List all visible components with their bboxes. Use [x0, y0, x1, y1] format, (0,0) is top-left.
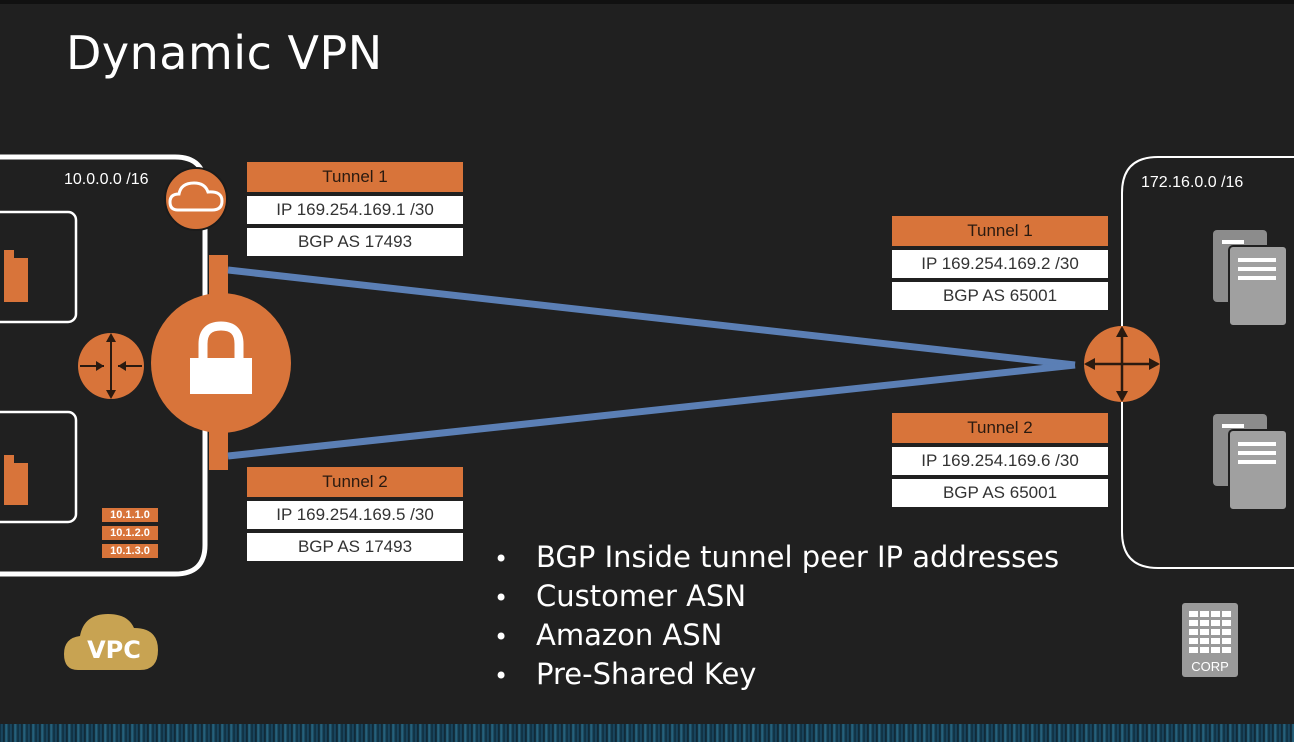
- tunnel-name: Tunnel 2: [892, 413, 1108, 443]
- server-icon: [1213, 414, 1288, 511]
- cloud-icon: [164, 167, 228, 231]
- folder-icon: [4, 455, 28, 505]
- list-item-text: Pre-Shared Key: [536, 657, 757, 691]
- folder-icon: [4, 250, 28, 302]
- bullet-icon: •: [494, 545, 509, 573]
- bottom-edge: [0, 724, 1294, 742]
- gateway-port-top: [209, 255, 228, 297]
- bullet-icon: •: [494, 623, 509, 651]
- tunnel-ip: IP 169.254.169.1 /30: [247, 196, 463, 224]
- list-item: • BGP Inside tunnel peer IP addresses: [494, 538, 1059, 577]
- subnet-label-3: 10.1.3.0: [102, 544, 158, 558]
- list-item: • Pre-Shared Key: [494, 655, 1059, 694]
- subnet-box-1: [0, 210, 78, 324]
- tunnel-ip: IP 169.254.169.6 /30: [892, 447, 1108, 475]
- corp-tunnel-1-box: Tunnel 1 IP 169.254.169.2 /30 BGP AS 650…: [892, 216, 1108, 310]
- corp-logo-label: CORP: [1191, 659, 1229, 674]
- tunnel-ip: IP 169.254.169.2 /30: [892, 250, 1108, 278]
- list-item-text: Amazon ASN: [536, 618, 723, 652]
- subnet-label-2: 10.1.2.0: [102, 526, 158, 540]
- tunnel-line-2: [227, 361, 1076, 460]
- corp-tunnel-2-box: Tunnel 2 IP 169.254.169.6 /30 BGP AS 650…: [892, 413, 1108, 507]
- vpc-cidr-label: 10.0.0.0 /16: [64, 171, 149, 188]
- tunnel-bgp-as: BGP AS 65001: [892, 479, 1108, 507]
- tunnel-bgp-as: BGP AS 17493: [247, 228, 463, 256]
- vpc-logo-label: VPC: [87, 636, 141, 664]
- router-icon: [1084, 326, 1160, 402]
- tunnel-bgp-as: BGP AS 17493: [247, 533, 463, 561]
- slide-title: Dynamic VPN: [66, 26, 383, 80]
- list-item: • Customer ASN: [494, 577, 1059, 616]
- aws-tunnel-1-box: Tunnel 1 IP 169.254.169.1 /30 BGP AS 174…: [247, 162, 463, 256]
- gateway-port-bottom: [209, 428, 228, 470]
- corp-cidr-label: 172.16.0.0 /16: [1141, 174, 1244, 191]
- list-item-text: Customer ASN: [536, 579, 747, 613]
- building-icon: [1182, 603, 1238, 677]
- list-item-text: BGP Inside tunnel peer IP addresses: [536, 540, 1060, 574]
- tunnel-name: Tunnel 2: [247, 467, 463, 497]
- bullet-icon: •: [494, 584, 509, 612]
- tunnel-name: Tunnel 1: [892, 216, 1108, 246]
- lock-icon: [151, 293, 291, 433]
- list-item: • Amazon ASN: [494, 616, 1059, 655]
- tunnel-name: Tunnel 1: [247, 162, 463, 192]
- top-edge: [0, 0, 1294, 4]
- bullet-icon: •: [494, 662, 509, 690]
- subnet-label-1: 10.1.1.0: [102, 508, 158, 522]
- subnet-box-2: [0, 410, 78, 524]
- tunnel-bgp-as: BGP AS 65001: [892, 282, 1108, 310]
- server-icon: [1213, 230, 1288, 327]
- aws-tunnel-2-box: Tunnel 2 IP 169.254.169.5 /30 BGP AS 174…: [247, 467, 463, 561]
- tunnel-line-1: [227, 266, 1076, 369]
- vpc-logo-icon: [64, 614, 158, 670]
- router-icon: [78, 333, 144, 399]
- tunnel-ip: IP 169.254.169.5 /30: [247, 501, 463, 529]
- key-points-list: • BGP Inside tunnel peer IP addresses • Cu…: [494, 538, 1059, 694]
